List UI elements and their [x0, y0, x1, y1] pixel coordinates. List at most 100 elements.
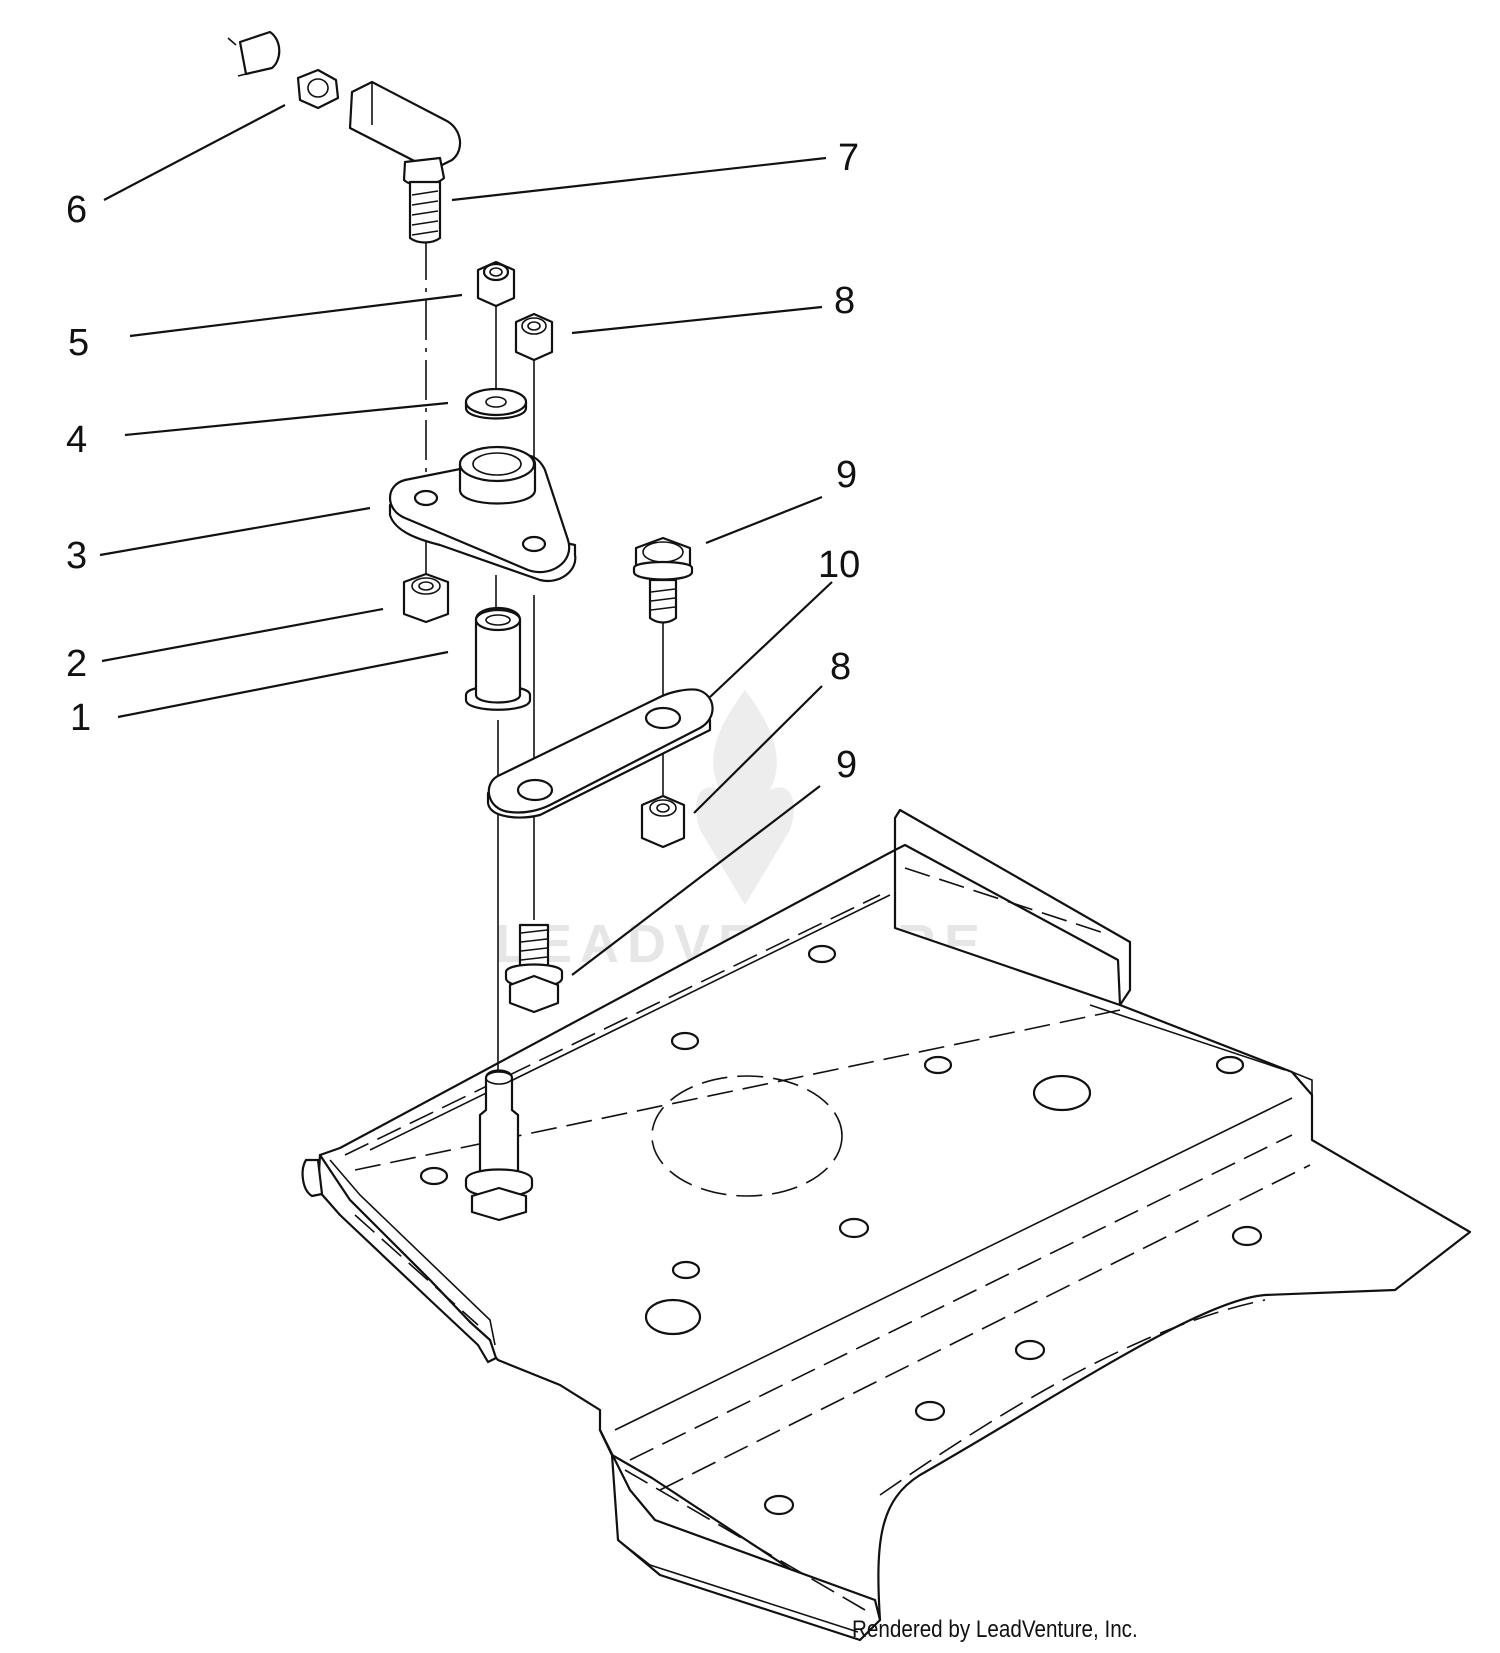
- pivot-pin-flange: [464, 1168, 534, 1198]
- frame-front-hidden: [354, 1214, 1266, 1611]
- callout-9-top: 9: [836, 454, 857, 496]
- frame-rail-hidden-1: [344, 894, 881, 1156]
- frame-plate-top: [318, 848, 1472, 1622]
- frame-hole-large: [1032, 1074, 1092, 1112]
- frame-rail-hidden-3: [629, 1134, 1293, 1461]
- frame-left-tab: [301, 1158, 324, 1198]
- bolt-9b-thread: [520, 929, 548, 961]
- bushing-1-top: [474, 608, 522, 632]
- frame-right-step: [1291, 1071, 1313, 1140]
- part-4-washer: [464, 387, 528, 420]
- leader-8a: [571, 305, 823, 335]
- nut-8-bottom: [640, 794, 686, 849]
- nut-8-top-face: [521, 317, 547, 335]
- leader-10: [709, 581, 833, 698]
- part-9-bolt-bottom: [504, 923, 564, 1014]
- rod-stub: [238, 30, 281, 76]
- rod-stub-break: [227, 37, 247, 77]
- leader-6: [103, 104, 286, 201]
- bolt-9b-head: [508, 974, 560, 1014]
- frame-hole: [763, 1494, 795, 1516]
- jam-nut-6: [296, 68, 340, 110]
- frame-rail-hidden-4: [659, 1164, 1311, 1491]
- part-1-bushing: [464, 607, 532, 711]
- frame-left-flange: [316, 1153, 498, 1364]
- callout-2: 2: [66, 643, 87, 685]
- leader-9a: [705, 495, 823, 545]
- part-2-flange-nut: [402, 572, 450, 624]
- flange-nut-2-bore: [418, 581, 434, 591]
- nut-8-top: [514, 312, 554, 362]
- part-9-bolt-top: [632, 536, 694, 624]
- leader-2: [101, 607, 384, 663]
- callout-10: 10: [818, 544, 860, 586]
- frame-holes: [419, 944, 1263, 1516]
- bolt-9a-flange: [632, 560, 694, 581]
- frame-rear-flange: [893, 808, 1132, 1007]
- frame-center-hole: [651, 1075, 843, 1197]
- part-10-link-arm: [486, 688, 714, 819]
- plate-3-hub-top: [458, 445, 536, 483]
- callout-5: 5: [68, 322, 89, 364]
- frame-front-edge: [617, 1539, 859, 1633]
- frame-rail-3: [1089, 1004, 1286, 1071]
- callout-8-top: 8: [834, 280, 855, 322]
- frame-hole: [670, 1031, 700, 1051]
- jam-nut-bore: [307, 78, 329, 98]
- pivot-pin: [464, 1069, 534, 1222]
- plate-3-hole-left: [413, 489, 439, 507]
- lock-nut-5-bore: [489, 267, 503, 277]
- frame-rail-2: [614, 1097, 1293, 1431]
- frame-hole: [914, 1400, 946, 1422]
- link-arm-hole-right: [644, 706, 682, 730]
- frame-hole: [1231, 1225, 1263, 1247]
- callout-4: 4: [66, 419, 87, 461]
- plate-3-hub-bore: [472, 452, 522, 476]
- link-arm-hole-left: [516, 778, 554, 802]
- bushing-1-bore: [485, 614, 511, 626]
- leader-1: [117, 650, 449, 719]
- frame-hole: [1014, 1339, 1046, 1361]
- frame-hole: [419, 1166, 449, 1186]
- callout-labels: 6 7 5 8 4 9 3 10 2 8 1 9: [66, 137, 860, 786]
- bushing-1-body: [474, 607, 522, 704]
- pivot-pin-shaft: [478, 1069, 520, 1180]
- frame-hole: [671, 1260, 701, 1280]
- frame-hole: [923, 1055, 953, 1075]
- callout-9-bottom: 9: [836, 744, 857, 786]
- frame-hole: [807, 944, 837, 964]
- callout-1: 1: [70, 697, 91, 739]
- leader-lines: [99, 104, 833, 976]
- part-6-jam-nut: [227, 30, 340, 110]
- leader-4: [124, 401, 449, 437]
- callout-3: 3: [66, 535, 87, 577]
- pivot-pin-base: [470, 1186, 528, 1222]
- frame-front-flange: [598, 1428, 882, 1642]
- flange-nut-2-face: [411, 577, 441, 595]
- callout-6: 6: [66, 189, 87, 231]
- bolt-9a-thread: [650, 588, 676, 611]
- ball-joint-thread: [411, 190, 439, 236]
- part-3-plate: [388, 445, 577, 583]
- leader-8b: [693, 685, 823, 814]
- pivot-pin-tip: [485, 1071, 513, 1085]
- lock-nut-5-top: [482, 262, 510, 282]
- nut-8-top-bore: [527, 321, 541, 331]
- leader-3: [99, 506, 371, 557]
- leader-7: [451, 156, 827, 202]
- callout-8-bottom: 8: [830, 646, 851, 688]
- part-8-nut-bottom: [640, 794, 686, 849]
- washer-4-top: [464, 387, 528, 417]
- frame-plate: [301, 808, 1472, 1642]
- part-8-nut-top: [514, 312, 554, 362]
- part-7-ball-joint: [348, 80, 462, 244]
- nut-8-bottom-bore: [656, 803, 670, 813]
- part-5-lock-nut: [476, 260, 516, 308]
- frame-hole-large: [644, 1298, 702, 1336]
- leadventure-flame-logo: [696, 690, 794, 905]
- frame-rail-1: [369, 894, 891, 1151]
- callout-7: 7: [838, 137, 859, 179]
- leader-5: [129, 293, 463, 338]
- frame-left-edge: [329, 1159, 496, 1346]
